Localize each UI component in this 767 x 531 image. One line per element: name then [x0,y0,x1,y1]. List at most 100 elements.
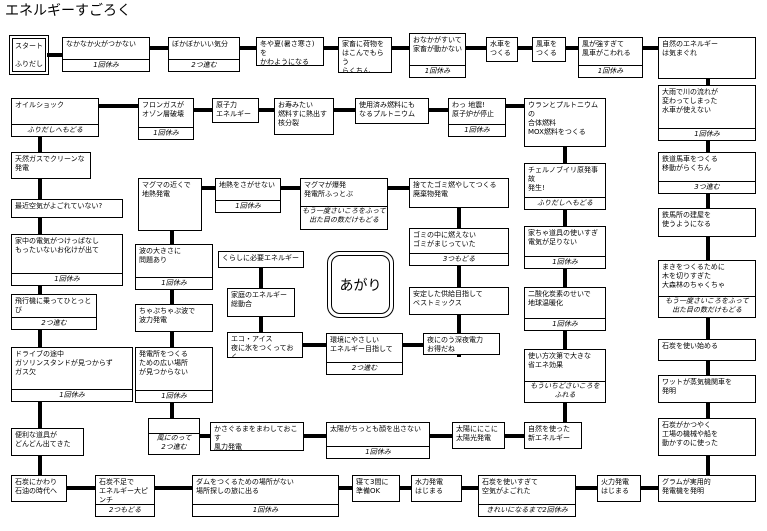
board-square[interactable]: 自然を使った 新エネルギー [524,422,582,449]
board-square[interactable]: わっ 地震! 原子炉が停止 1回休み [448,98,506,137]
square-text: 風車を つくる [536,40,557,57]
board-square[interactable]: 水力発電 はじまる [411,475,462,502]
square-text: わっ 地震! 原子炉が停止 [452,101,494,118]
square-instruction: ふりだしへもどる [525,197,605,209]
board-square[interactable]: オイルショックふりだしへもどる [11,98,99,137]
square-instruction: もう一度さいころをふって 出た目の数だけもどる [301,206,387,229]
square-instruction: 1回休み [449,124,505,136]
start-inner-frame [12,38,46,72]
square-instruction: もう一度さいころをふって 出た目の数だけもどる [659,296,755,317]
square-instruction: 1回休み [579,65,642,77]
board-square[interactable]: 安定した供給目指して ベストミックス [409,287,509,315]
square-text: 便利な道具が どんどん出てきた [15,431,71,448]
board-square[interactable]: 石炭がかつやく 工場の機械や船を 動かすのに使った [658,418,756,456]
board-square[interactable]: 使用済み燃料にも なるプルトニウム [355,98,429,124]
board-square[interactable]: ちゃぷちゃぷ波で 波力発電 [135,304,213,332]
board-square[interactable]: 便利な道具が どんどん出てきた [11,428,84,456]
board-square[interactable]: なかなか火がつかない 1回休み [62,37,150,72]
square-instruction: 1回休み [12,273,122,285]
square-text: 家畜に荷物を はこんでもらう らくちん [342,40,384,73]
square-text: エコ・アイス 夜に氷をつくっておく [231,335,294,358]
board-square[interactable]: かさぐるまをまわしておこす 風力発電 [210,422,304,451]
start-label: スタート [15,42,43,50]
square-text: 鉄道馬車をつくる 移動がらくちん [662,155,718,172]
board-square[interactable]: グラムが実用的 発電機を発明 [658,475,756,502]
square-text: 最近空気がよごれていない? [15,202,103,210]
board-square[interactable]: 石炭にかわり 石油の時代へ [11,475,67,502]
board-square[interactable]: ワットが蒸気機関車を 発明 [658,375,756,403]
square-instruction: 風にのって 2つ進む [149,433,199,454]
square-instruction: 1回休み [63,59,149,71]
board-square[interactable]: 環境にやさしい エネルギー目指して 2つ進む [326,333,403,375]
board-square[interactable]: マグマが爆発 発電所ふっとぶもう一度さいころをふって 出た目の数だけもどる [300,178,388,230]
board-square[interactable]: 石炭を使い始める [658,339,756,361]
square-text: 飛行機に乗ってひとっとび [15,297,92,314]
board-square[interactable]: お寿みたい 燃料すに熱出す 核分裂 [274,98,334,135]
board-square[interactable]: まきをつくるために 木を切りすぎた 大森林のちゃくちゃもう一度さいころをふって … [658,260,756,318]
board-square[interactable]: 冬や夏(暑さ寒さ)を かわようになる [256,37,324,66]
square-instruction: 2つ進む [327,362,402,374]
board-square[interactable]: 水車を つくる [486,37,518,62]
board-square[interactable]: 鉄馬所の建屋を 使うようになる [658,208,756,237]
board-square[interactable]: 天然ガスでクリーンな 発電 [11,152,91,179]
square-instruction: 1回休み [139,127,193,139]
goal-square[interactable]: あがり [327,251,394,318]
board-square[interactable]: 太陽ににこに 太陽光発電 [452,422,505,449]
board-square[interactable]: エコ・アイス 夜に氷をつくっておく [227,332,303,358]
square-text: かさぐるまをまわしておこす 風力発電 [214,425,298,451]
square-text: 家庭のエネルギー 総動合 [231,291,287,308]
board-square[interactable]: 最近空気がよごれていない? [11,199,123,218]
square-text: マグマの近くで 地熱発電 [142,181,191,198]
board-square[interactable]: 寝て3間に 準備OK [352,475,400,502]
board-square[interactable]: 風にのって 2つ進む [148,418,200,455]
board-square[interactable]: 原子力 エネルギー [212,98,259,123]
board-square[interactable]: 使い方次第で大きな 省エネ効果もういちどさいころを ふれる [524,349,606,403]
square-text: 地熱をさがせない [219,181,275,189]
square-text: ワットが蒸気機関車を 発明 [662,378,732,395]
board-square[interactable]: チェルノブイリ原発事故 発生!ふりだしへもどる [524,163,606,210]
board-square[interactable]: くらしに必要エネルギー [218,251,304,268]
goal-label: あがり [331,255,390,314]
board-square[interactable]: マグマの近くで 地熱発電 [138,178,202,231]
square-text: 冬や夏(暑さ寒さ)を かわようになる [260,40,315,66]
square-text: 石炭を使いすぎて 空気がよごれた [482,478,538,495]
square-text: 石炭がかつやく 工場の機械や船を 動かすのに使った [662,421,718,447]
square-text: 太陽ににこに 太陽光発電 [456,425,498,442]
start-square[interactable]: スタート ふりだし [9,35,49,75]
board-square[interactable]: 風車を つくる [532,37,566,62]
board-square[interactable]: 捨てたゴミ燃やしてつくる 廃棄物発電 [409,178,509,208]
square-text: 環境にやさしい エネルギー目指して [330,336,393,353]
board-square[interactable]: ウランとプルトニウムの 合体燃料 MOX燃料をつくる [524,98,606,147]
square-text: 水車を つくる [490,40,511,57]
square-text: なかなか火がつかない [66,40,136,48]
square-text: グラムが実用的 発電機を発明 [662,478,711,495]
board-square[interactable]: 家庭のエネルギー 総動合 [227,288,295,317]
board-square[interactable]: 家畜に荷物を はこんでもらう らくちん [338,37,392,73]
board-square[interactable]: 自然のエネルギー は気まぐれ [658,37,756,79]
square-text: 夜にのう深夜電力 お得だね [427,336,483,353]
square-text: ちゃぷちゃぷ波で 波力発電 [139,307,196,324]
board-square[interactable]: 火力発電 はじまる [597,475,641,502]
board-square[interactable]: 石炭を使いすぎて 空気がよごれたきれいになるまで2回休み [478,475,576,517]
board-square[interactable]: 夜にのう深夜電力 お得だね [423,333,500,355]
